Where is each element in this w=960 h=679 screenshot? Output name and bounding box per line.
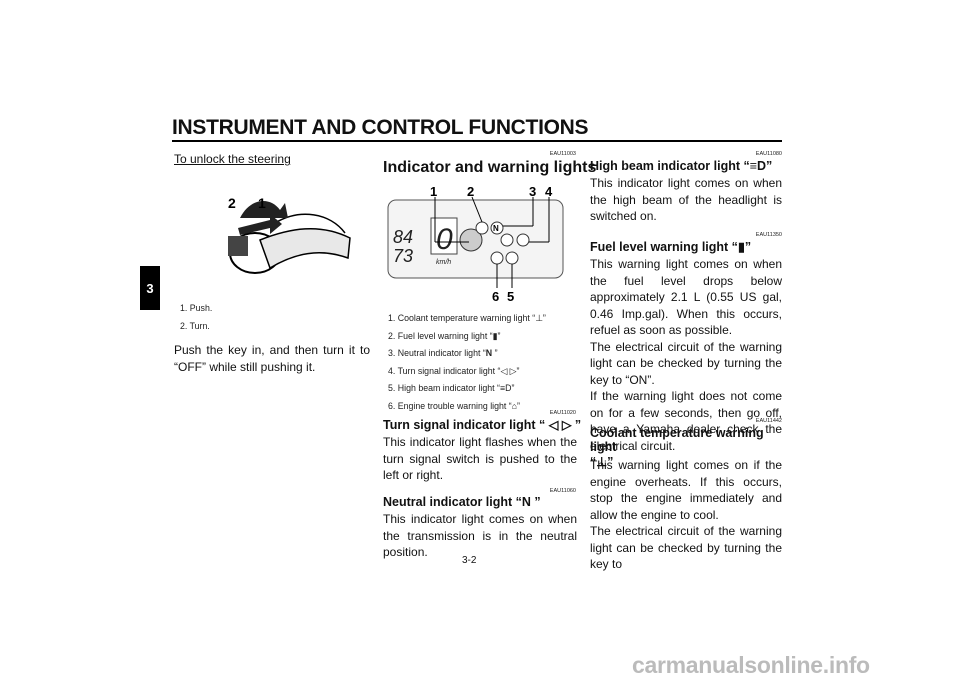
- neutral-title: Neutral indicator light “N ”: [383, 495, 541, 509]
- coolant-icon: ⊥”: [535, 313, 546, 323]
- svg-text:N: N: [493, 224, 499, 233]
- section-code: EAU11003: [549, 151, 576, 157]
- header-rule: [172, 140, 782, 142]
- fuel-body: This warning light comes on when the fue…: [590, 257, 782, 453]
- coolant-body: This warning light comes on if the engin…: [590, 458, 782, 571]
- caption-push: 1. Push.: [180, 303, 213, 313]
- coolant-lamp-icon: [500, 233, 514, 247]
- speed-unit: km/h: [436, 259, 451, 266]
- turn-code: EAU11020: [549, 410, 576, 416]
- highbeam-code: EAU11080: [755, 151, 782, 157]
- coolant-title: Coolant temperature warning light“⊥”: [590, 426, 764, 469]
- callout-4: 4: [545, 184, 553, 199]
- callout-1: 1: [258, 195, 266, 211]
- push-arrow-icon: [238, 214, 282, 235]
- turn-arrows-icon: ◁ ▷ ”: [545, 418, 582, 432]
- coolant-code: EAU11442: [755, 418, 782, 424]
- caption-coolant: 1. Coolant temperature warning light “⊥”: [388, 313, 546, 323]
- key-push-turn-illustration: 2 1: [228, 195, 351, 274]
- callout-1: 1: [430, 184, 437, 199]
- indicator-caption-list: 1. Coolant temperature warning light “⊥”…: [388, 310, 578, 416]
- hand-shape: [259, 228, 351, 270]
- engine-trouble-lamp: [459, 228, 483, 252]
- coolant-icon: ⊥: [596, 455, 608, 469]
- caption-turn: 2. Turn.: [180, 320, 210, 331]
- section-title: Indicator and warning lights: [383, 159, 597, 176]
- neutral-body: This indicator light comes on when the t…: [383, 512, 577, 559]
- turn-arrows-icon: ◁ ▷”: [500, 365, 520, 376]
- trip-digits: 73: [393, 246, 413, 266]
- turn-title: Turn signal indicator light “ ◁ ▷ ”: [383, 418, 582, 432]
- neutral-lamp-icon: [490, 221, 504, 235]
- odo-digits: 84: [393, 227, 413, 247]
- high-beam-icon: ≡D”: [499, 383, 515, 394]
- fuel-icon: ▮”: [737, 240, 752, 254]
- caption-engine: 6. Engine trouble warning light “⌂”: [388, 400, 520, 411]
- unlock-instructions: Push the key in, and then turn it to “OF…: [174, 343, 370, 374]
- caption-neutral: 3. Neutral indicator light “N ”: [388, 348, 498, 359]
- speed-digit: 0: [436, 223, 453, 256]
- neutral-code: EAU11060: [549, 488, 576, 494]
- highbeam-body: This indicator light comes on when the h…: [590, 176, 782, 223]
- fuel-code: EAU11350: [755, 232, 782, 238]
- turn-signal-lamp-icon: [516, 233, 530, 247]
- page-header: INSTRUMENT AND CONTROL FUNCTIONS: [172, 116, 589, 139]
- unlock-steering-subheading: To unlock the steering: [174, 152, 291, 166]
- callout-5: 5: [507, 289, 514, 304]
- chapter-tab: 3: [140, 266, 160, 310]
- caption-turn: 4. Turn signal indicator light “◁ ▷”: [388, 365, 520, 376]
- fuel-icon: ▮”: [492, 330, 501, 341]
- high-beam-lamp-icon: [505, 251, 519, 265]
- callout-2: 2: [228, 195, 236, 211]
- page-number: 3-2: [462, 555, 477, 566]
- engine-icon: ⌂”: [511, 400, 520, 411]
- left-caption-list: 1. Push. 2. Turn.: [180, 300, 212, 335]
- fuel-lamp-icon: [475, 221, 489, 235]
- watermark: carmanualsonline.info: [632, 652, 870, 678]
- caption-highbeam: 5. High beam indicator light “≡D”: [388, 383, 515, 394]
- turn-body: This indicator light flashes when the tu…: [383, 435, 577, 482]
- highbeam-title: High beam indicator light “≡D”: [590, 159, 773, 173]
- callout-3: 3: [529, 184, 536, 199]
- turn-arrow-icon: [240, 200, 288, 218]
- instrument-panel-illustration: 84 73 0 km/h N 1 2 3 4 6 5: [387, 184, 564, 304]
- fuel-title: Fuel level warning light “▮”: [590, 240, 752, 254]
- engine-lamp-icon: [490, 251, 504, 265]
- callout-2: 2: [467, 184, 474, 199]
- callout-6: 6: [492, 289, 499, 304]
- caption-fuel: 2. Fuel level warning light “▮”: [388, 330, 501, 341]
- high-beam-icon: ≡D”: [749, 159, 773, 173]
